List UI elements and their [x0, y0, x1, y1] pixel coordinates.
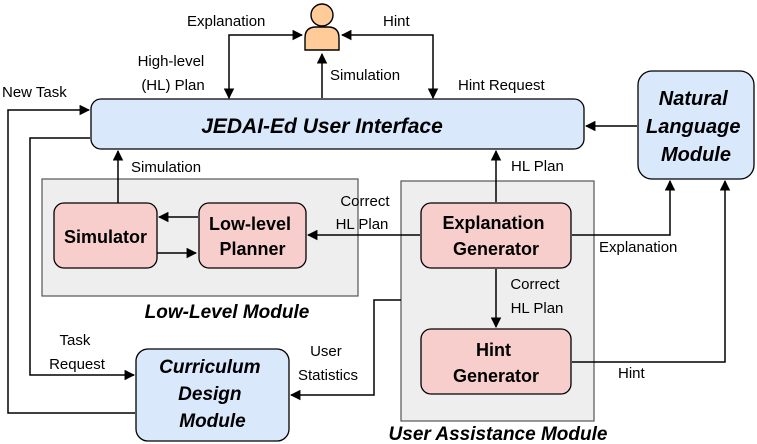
connectors [7, 29, 731, 414]
label-hint-right: Hint [618, 365, 646, 382]
label-correct-hl-plan-down-2: HL Plan [511, 300, 564, 317]
label-hint-top: Hint [383, 13, 411, 30]
user-interface-label: JEDAI-Ed User Interface [201, 115, 443, 138]
hint-generator-line-1: Hint [476, 340, 511, 360]
low-level-planner-line-2: Planner [219, 239, 285, 259]
low-level-planner-node: Low-level Planner [198, 202, 307, 269]
label-explanation-right: Explanation [599, 239, 677, 256]
svg-text:Low-level Planner: Low-level Planner [209, 214, 296, 259]
hint-generator-line-2: Generator [453, 366, 539, 386]
edge-task-request [29, 137, 136, 381]
label-task-request-2: Request [49, 356, 106, 373]
curriculum-node: Curriculum Design Module [135, 348, 290, 442]
svg-text:Natural Language M: Natural Language Module [646, 88, 746, 166]
low-level-planner-line-1: Low-level [209, 214, 291, 234]
nl-module-line-2: Language [646, 116, 740, 138]
label-new-task: New Task [2, 84, 67, 101]
edge-hint-to-user [340, 29, 439, 100]
edge-new-task [7, 104, 135, 414]
svg-text:Task Request: Task Request [49, 332, 106, 373]
label-user-statistics-2: Statistics [298, 367, 358, 384]
label-hl-plan-top-1: High-level [138, 53, 205, 70]
nl-module-node: Natural Language Module [637, 70, 755, 180]
label-simulation-top: Simulation [330, 67, 400, 84]
curriculum-line-3: Module [179, 411, 246, 432]
label-hl-plan-mid: HL Plan [511, 158, 564, 175]
simulator-node: Simulator [53, 202, 158, 269]
explanation-generator-line-2: Generator [453, 239, 539, 259]
edge-explanation-to-user [223, 29, 304, 100]
explanation-generator-line-1: Explanation [442, 213, 544, 233]
user-assistance-module-title: User Assistance Module [389, 424, 608, 444]
nl-module-line-1: Natural [659, 88, 728, 110]
low-level-module-title: Low-Level Module [145, 302, 310, 323]
svg-text:Hint Generator: Hint Generator [453, 340, 539, 386]
label-correct-hl-plan-down-1: Correct [510, 276, 560, 293]
explanation-generator-node: Explanation Generator [420, 202, 572, 269]
label-correct-hl-plan-left-2: HL Plan [336, 216, 389, 233]
curriculum-line-1: Curriculum [159, 357, 260, 378]
simulator-label: Simulator [64, 227, 147, 247]
nl-module-line-3: Module [661, 144, 731, 166]
svg-text:Correct HL Plan: Correct HL Plan [336, 193, 394, 233]
label-hl-plan-top-2: (HL) Plan [141, 77, 204, 94]
label-hint-request: Hint Request [458, 77, 546, 94]
edge-explanation-right [572, 179, 676, 236]
label-explanation-top: Explanation [187, 13, 265, 30]
label-correct-hl-plan-left-1: Correct [340, 193, 390, 210]
svg-text:Curriculum Design: Curriculum Design Module [159, 357, 266, 432]
user-icon [304, 3, 340, 51]
user-interface-node: JEDAI-Ed User Interface [90, 98, 585, 150]
edge-user-statistics [289, 299, 401, 401]
svg-text:User Statistics: User Statistics [298, 343, 358, 384]
label-user-statistics-1: User [310, 343, 342, 360]
svg-text:Correct HL Plan: Correct HL Plan [510, 276, 563, 317]
label-task-request-1: Task [59, 332, 90, 349]
hint-generator-node: Hint Generator [420, 328, 572, 395]
svg-text:Explanation Generator: Explanation Generator [442, 213, 549, 259]
svg-text:High-level (HL) Plan: High-level (HL) Plan [138, 53, 209, 94]
label-simulation-mid: Simulation [131, 159, 201, 176]
edge-hint-right [572, 179, 731, 363]
curriculum-line-2: Design [178, 384, 241, 405]
